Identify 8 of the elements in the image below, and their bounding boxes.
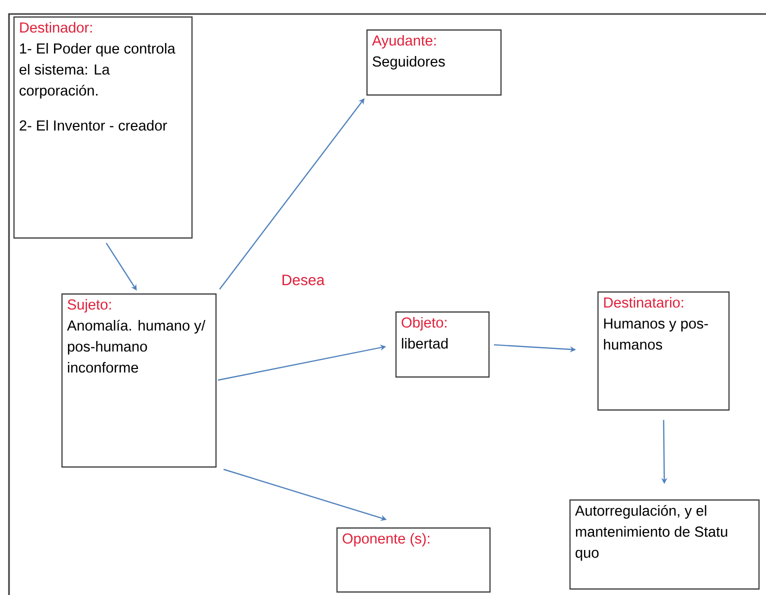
text-box: Sujeto: Anomalía. humano y/ pos-humano inconforme [61,293,217,468]
text-box: Oponente (s): [336,527,491,593]
text-box: Objeto: libertad [395,311,490,378]
text-box: Destinador: 1- El Poder que controla el sistema: La corporación. 2- El Inventor - creador [13,16,193,239]
text-box: Autorregulación, y el mantenimiento de Statu quo [569,499,760,590]
text-box: Ayudante: Seguidores [366,29,502,96]
text-box: Destinatario: Humanos y pos- humanos [597,291,730,411]
verb-label: Desea [282,274,325,286]
